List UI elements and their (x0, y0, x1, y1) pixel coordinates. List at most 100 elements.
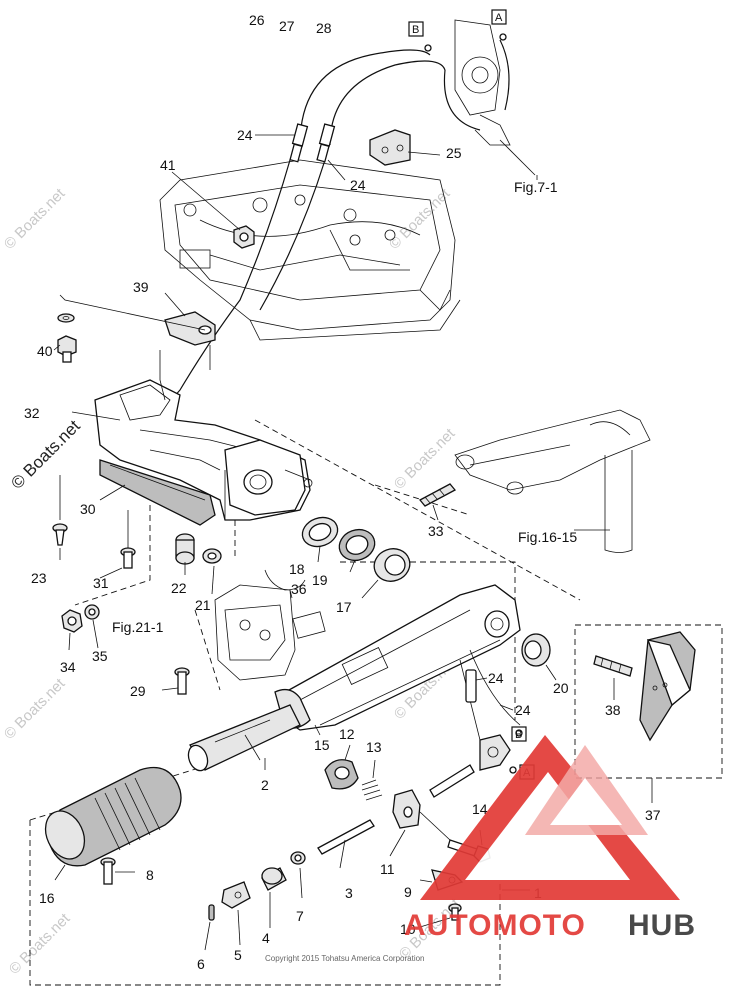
part-label: 30 (80, 501, 96, 517)
part-label: 41 (160, 157, 176, 173)
part-label: 38 (605, 702, 621, 718)
part-labels: 26 27 28 24 25 24 41 39 40 32 30 23 31 2… (24, 12, 661, 972)
logo-triangle-pink-inner (550, 778, 622, 825)
bolt-29 (174, 667, 190, 695)
collar-7 (290, 851, 306, 865)
group-outlines (29, 419, 723, 986)
part-label: 6 (197, 956, 205, 972)
part-label: 28 (316, 20, 332, 36)
screw-8 (100, 857, 116, 885)
part-label: 31 (93, 575, 109, 591)
part-label: 34 (60, 659, 76, 675)
part-label: 27 (279, 18, 295, 34)
washer-35 (84, 604, 100, 620)
part-label: 24 (350, 177, 366, 193)
engine-bracket (159, 159, 461, 341)
watermark: © Boats.net (391, 425, 459, 493)
part-label: 25 (446, 145, 462, 161)
connector-b-label: B (412, 24, 419, 36)
part-label: 23 (31, 570, 47, 586)
part-label: 18 (289, 561, 305, 577)
part-label: 14 (472, 801, 488, 817)
pin-6 (208, 904, 215, 921)
block-5 (221, 881, 251, 909)
watermark: © Boats.net (6, 910, 74, 978)
part-label: 21 (195, 597, 211, 613)
stud-38 (593, 655, 633, 677)
part-label: 35 (92, 648, 108, 664)
rod-3 (317, 819, 375, 855)
stud-33 (418, 483, 457, 507)
bracket-11 (392, 789, 421, 829)
bolt-40 (57, 313, 77, 363)
part-label: 32 (24, 405, 40, 421)
part-label: 17 (336, 599, 352, 615)
part-label: 3 (345, 885, 353, 901)
part-label: 29 (130, 683, 146, 699)
nut-34 (61, 609, 83, 633)
watermark: © Boats.net (1, 185, 69, 253)
bushing-17 (373, 548, 411, 582)
part-label: 26 (249, 12, 265, 28)
part-label: 10 (400, 921, 416, 937)
bolt-31 (120, 510, 136, 569)
copyright-text: Copyright 2015 Tohatsu America Corporati… (265, 954, 425, 963)
knob-12 (324, 759, 359, 790)
part-label: 20 (553, 680, 569, 696)
spring-13 (361, 779, 383, 801)
figure-references: Fig.7-1 Fig.16-15 Fig.21-1 (112, 179, 577, 635)
watermark: © Boats.net (1, 675, 69, 743)
part-label: 19 (312, 572, 328, 588)
liner-30 (99, 459, 216, 526)
bushing-19 (338, 528, 376, 562)
grip-16 (44, 766, 182, 867)
part-label: 7 (296, 908, 304, 924)
part-label: 13 (366, 739, 382, 755)
part-label: 24 (488, 670, 504, 686)
screw-10 (448, 903, 462, 921)
part-label: 16 (39, 890, 55, 906)
part-label: 36 (291, 581, 307, 597)
fig-21-1-ref: Fig.21-1 (112, 619, 164, 635)
connector-a-label: A (495, 12, 503, 24)
part-label: 4 (262, 930, 270, 946)
part-label: 15 (314, 737, 330, 753)
fig-21-1-unit (214, 569, 326, 681)
logo-word-automoto: AUTOMOTO (404, 909, 586, 942)
control-cables (172, 19, 536, 411)
logo-word-hub: HUB (628, 909, 696, 942)
part-label: 22 (171, 580, 187, 596)
automotohub-logo: AUTOMOTO HUB (404, 735, 696, 942)
fig-16-15-ref: Fig.16-15 (518, 529, 577, 545)
bushing-4 (261, 867, 287, 891)
collar-22 (175, 533, 195, 565)
part-label: 39 (133, 279, 149, 295)
screw-23 (52, 475, 68, 546)
part-label: 24 (237, 127, 253, 143)
watermark-main: © Boats.net (7, 416, 84, 493)
part-label: 40 (37, 343, 53, 359)
part-label: 2 (261, 777, 269, 793)
part-label: 11 (380, 861, 395, 877)
part-label: 37 (645, 807, 661, 823)
stop-switch (429, 649, 523, 798)
part-label: 9 (404, 884, 412, 900)
part-label: 12 (339, 726, 355, 742)
part-label: 8 (146, 867, 154, 883)
part-label: 5 (234, 947, 242, 963)
fig-16-15-bracket (454, 409, 651, 553)
cap-20 (521, 633, 551, 667)
leader-lines (53, 134, 653, 951)
grip-cover-37 (639, 631, 696, 742)
part-label: 33 (428, 523, 444, 539)
nut-41 (233, 225, 255, 249)
part-label: 24 (515, 702, 531, 718)
fig-7-1-ref: Fig.7-1 (514, 179, 558, 195)
steering-bracket-32 (94, 379, 313, 521)
connector-b-label: B (515, 729, 522, 741)
seal-18 (301, 516, 339, 548)
bracket-39 (59, 294, 216, 401)
shaft-2 (187, 704, 301, 772)
washer-21 (202, 548, 222, 564)
